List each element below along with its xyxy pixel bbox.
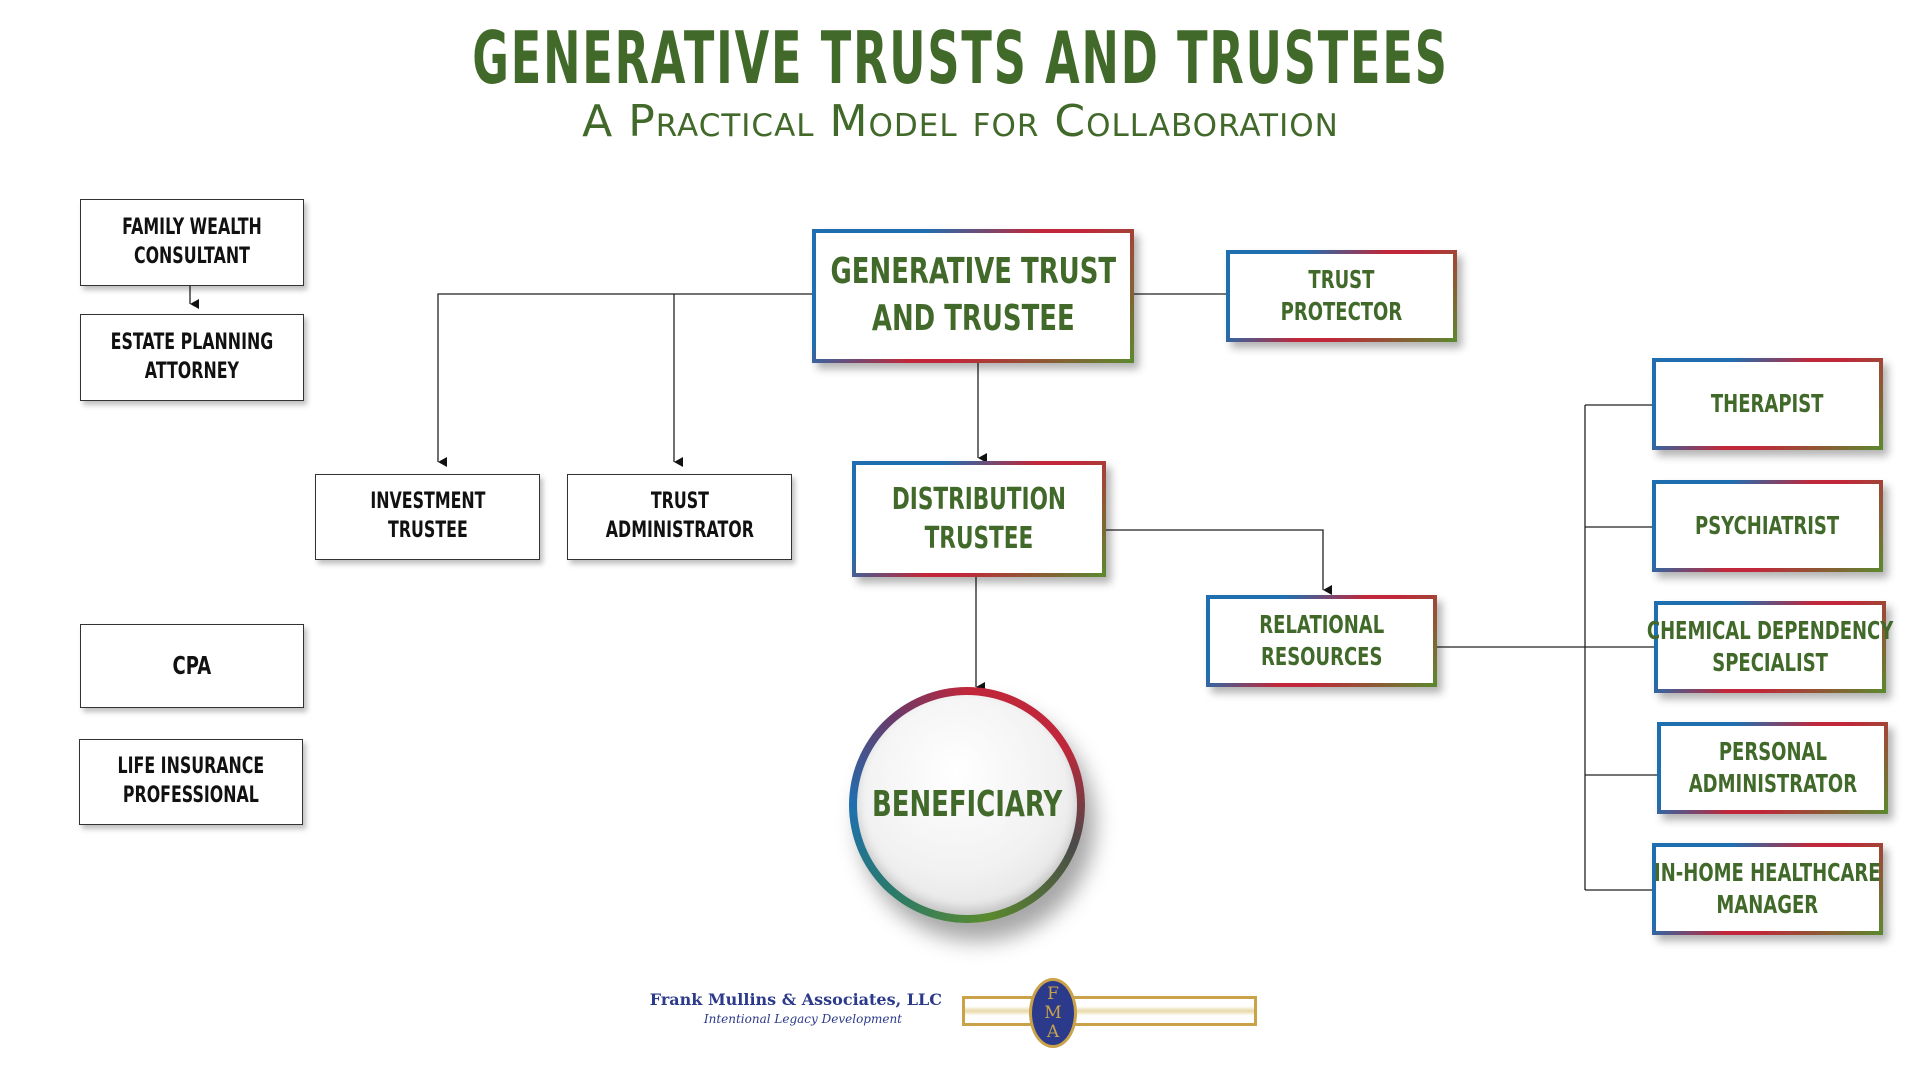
trust-protector-box: TRUST PROTECTOR — [1226, 250, 1457, 342]
box-label-line: TRUST — [1308, 264, 1375, 294]
logo-bar — [962, 996, 1257, 1026]
estate-planning-attorney-box: ESTATE PLANNING ATTORNEY — [80, 314, 304, 401]
box-label-line: PERSONAL — [1718, 736, 1827, 766]
beneficiary-ring — [857, 695, 1077, 915]
box-label-line: CPA — [172, 650, 212, 680]
beneficiary-label: BENEFICIARY — [871, 783, 1063, 825]
box-label-line: INVESTMENT — [369, 489, 486, 515]
box-label-line: ADMINISTRATOR — [605, 518, 754, 543]
arrow-distribution-to-relational — [1104, 529, 1332, 595]
company-tagline: Intentional Legacy Development — [703, 1012, 902, 1026]
box-label-line: ATTORNEY — [144, 358, 240, 384]
in-home-healthcare-manager-box: IN-HOME HEALTHCARE MANAGER — [1652, 843, 1883, 935]
box-label-line: MANAGER — [1716, 890, 1819, 919]
relational-resources-box: RELATIONAL RESOURCES — [1206, 595, 1437, 687]
box-label-line: ADMINISTRATOR — [1688, 769, 1857, 798]
arrow-gt-to-investment — [437, 293, 812, 467]
box-label-line: GENERATIVE TRUST — [830, 251, 1116, 293]
box-label-line: CHEMICAL DEPENDENCY — [1646, 615, 1894, 645]
box-label-line: IN-HOME HEALTHCARE — [1654, 857, 1881, 887]
beneficiary-label-wrap: BENEFICIARY — [849, 687, 1085, 923]
generative-trust-box: GENERATIVE TRUST AND TRUSTEE — [812, 229, 1134, 363]
box-label-line: DISTRIBUTION — [891, 482, 1067, 517]
box-label-line: TRUST — [650, 489, 709, 515]
box-label-line: TRUSTEE — [924, 521, 1034, 556]
box-label-line: PROFESSIONAL — [123, 783, 259, 808]
psychiatrist-box: PSYCHIATRIST — [1652, 480, 1883, 572]
page-title: GENERATIVE TRUSTS AND TRUSTEES — [472, 16, 1449, 100]
box-label-line: LIFE INSURANCE — [117, 754, 265, 780]
investment-trustee-box: INVESTMENT TRUSTEE — [315, 474, 540, 560]
box-label-line: CONSULTANT — [133, 243, 250, 269]
box-label-line: RELATIONAL — [1259, 609, 1384, 639]
box-label-line: PROTECTOR — [1280, 297, 1403, 326]
box-label-line: ESTATE PLANNING — [110, 329, 274, 355]
fma-logo: F M A — [1029, 978, 1077, 1048]
family-wealth-consultant-box: FAMILY WEALTH CONSULTANT — [80, 199, 304, 286]
box-label-line: THERAPIST — [1711, 388, 1824, 418]
box-label-line: PSYCHIATRIST — [1695, 510, 1840, 540]
logo-letter: M — [1044, 1002, 1062, 1023]
box-label-line: RESOURCES — [1260, 642, 1383, 671]
box-label-line: SPECIALIST — [1712, 648, 1828, 677]
box-label-line: AND TRUSTEE — [871, 298, 1075, 339]
life-insurance-professional-box: LIFE INSURANCE PROFESSIONAL — [79, 739, 303, 825]
trust-administrator-box: TRUST ADMINISTRATOR — [567, 474, 792, 560]
personal-administrator-box: PERSONAL ADMINISTRATOR — [1657, 722, 1888, 814]
therapist-box: THERAPIST — [1652, 358, 1883, 450]
logo-letter: F — [1047, 983, 1059, 1004]
cpa-box: CPA — [80, 624, 304, 708]
chemical-dependency-specialist-box: CHEMICAL DEPENDENCY SPECIALIST — [1647, 601, 1893, 693]
page-subtitle: A Practical Model for Collaboration — [582, 96, 1339, 147]
box-label-line: FAMILY WEALTH — [122, 214, 262, 240]
logo-letter: A — [1046, 1021, 1060, 1042]
company-name: Frank Mullins & Associates, LLC — [649, 990, 942, 1009]
beneficiary-circle — [849, 687, 1085, 923]
box-label-line: TRUSTEE — [387, 518, 468, 543]
distribution-trustee-box: DISTRIBUTION TRUSTEE — [852, 461, 1106, 577]
